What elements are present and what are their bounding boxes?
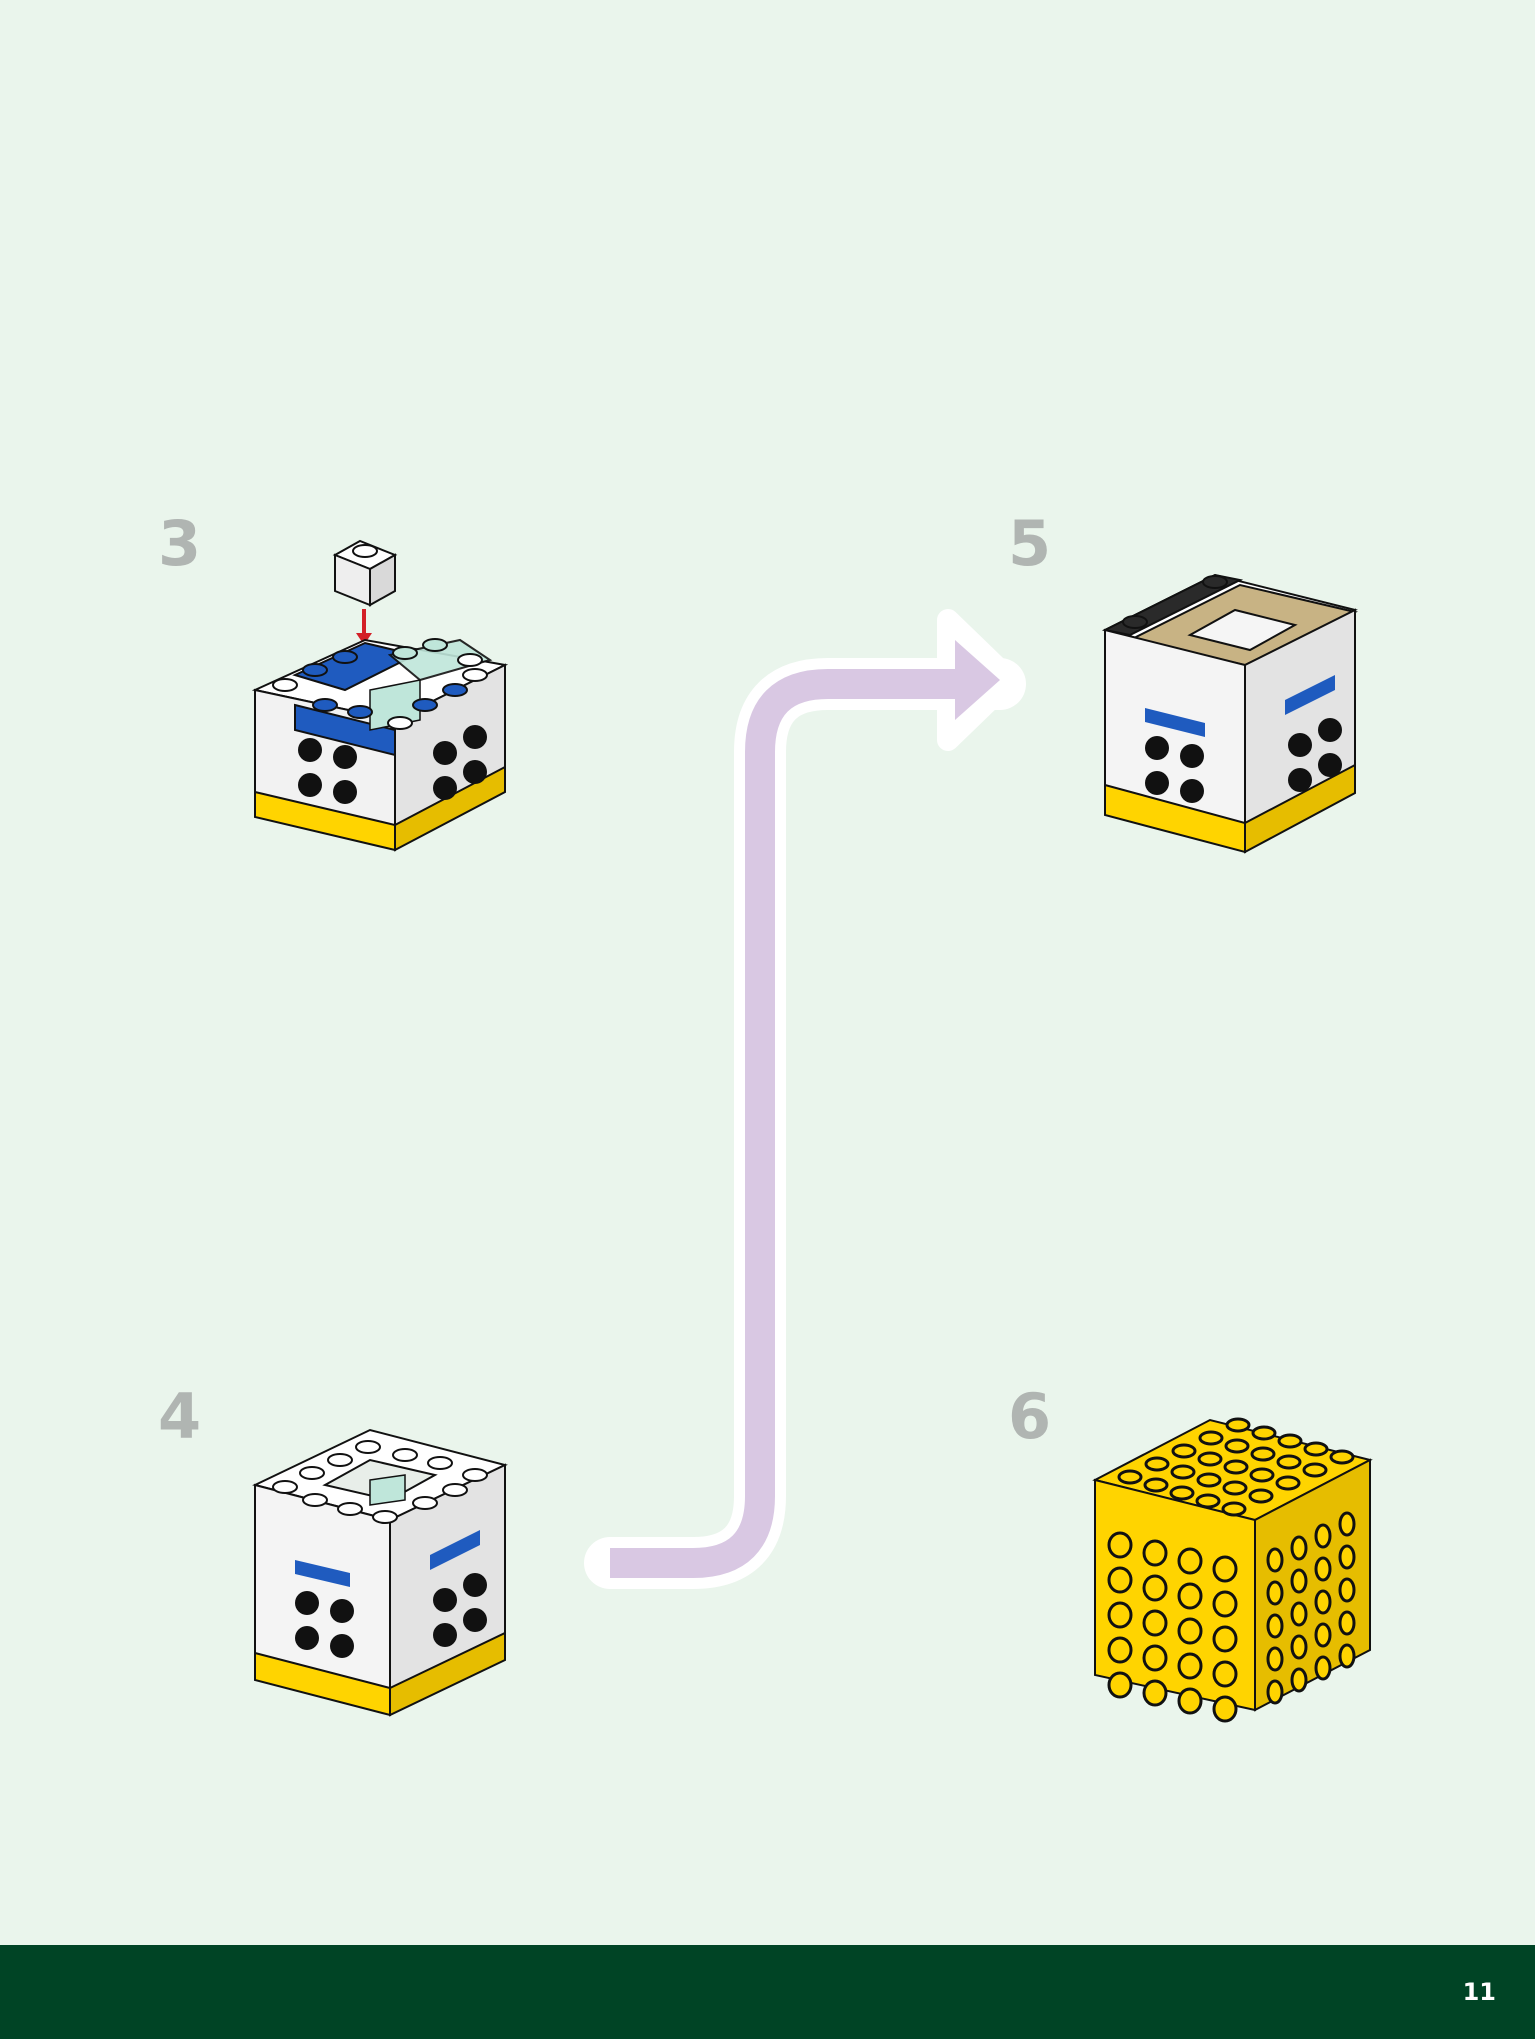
step-number-3: 3	[158, 507, 202, 580]
yellow-studs	[1107, 1417, 1356, 1723]
step-number-5: 5	[1008, 507, 1052, 580]
page-number: 11	[1462, 1978, 1496, 2006]
model-step-5	[1101, 573, 1358, 854]
model-step-6	[1092, 1417, 1373, 1723]
step-number-6: 6	[1008, 1380, 1052, 1453]
placement-arrow-icon	[356, 609, 372, 645]
white-brick-piece	[332, 539, 398, 607]
model-step-3	[251, 539, 509, 852]
step-number-4: 4	[158, 1380, 202, 1453]
footer-bar: 11	[0, 1945, 1535, 2039]
flow-arrow-icon	[584, 609, 1026, 1589]
model-step-4	[252, 1428, 508, 1717]
